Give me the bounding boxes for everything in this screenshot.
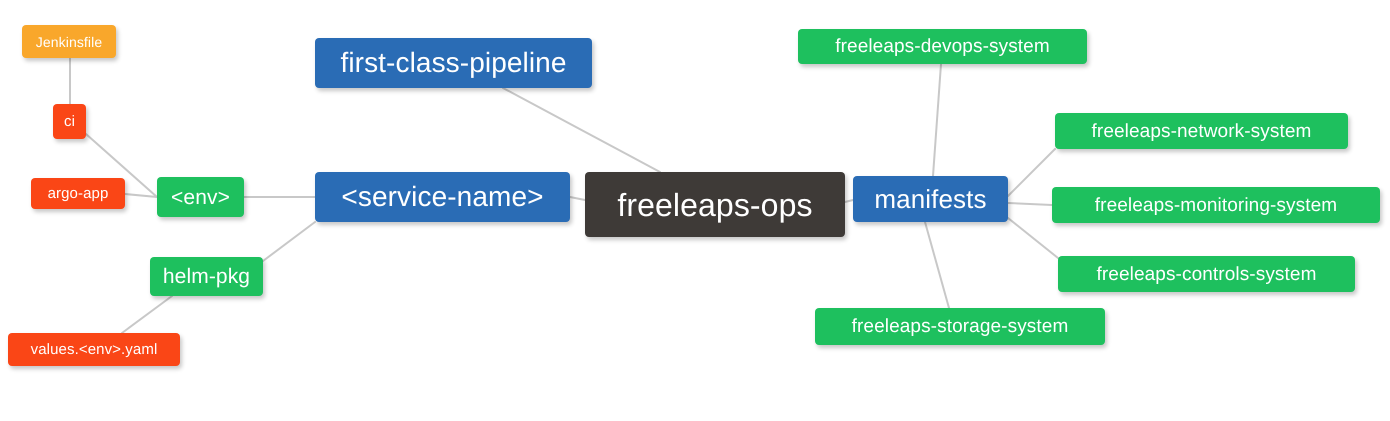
- edge-freeleaps-ops-to-manifests: [844, 199, 854, 203]
- edge-freeleaps-storage-system-to-manifests: [924, 221, 950, 309]
- edge-freeleaps-monitoring-system-to-manifests: [1007, 202, 1053, 206]
- node-label-freeleaps-controls-system: freeleaps-controls-system: [1096, 263, 1317, 285]
- node-freeleaps-storage-system[interactable]: freeleaps-storage-system: [815, 308, 1105, 345]
- node-freeleaps-monitoring-system[interactable]: freeleaps-monitoring-system: [1052, 187, 1380, 223]
- node-label-argo-app: argo-app: [47, 185, 109, 202]
- node-label-freeleaps-network-system: freeleaps-network-system: [1091, 120, 1312, 142]
- node-freeleaps-controls-system[interactable]: freeleaps-controls-system: [1058, 256, 1355, 292]
- node-label-service-name: <service-name>: [341, 181, 544, 212]
- node-label-freeleaps-storage-system: freeleaps-storage-system: [851, 316, 1069, 337]
- node-freeleaps-ops[interactable]: freeleaps-ops: [585, 172, 845, 237]
- edge-freeleaps-controls-system-to-manifests: [1007, 217, 1059, 259]
- node-ci[interactable]: ci: [53, 104, 86, 139]
- node-argo-app[interactable]: argo-app: [31, 178, 125, 209]
- node-freeleaps-devops-system[interactable]: freeleaps-devops-system: [798, 29, 1087, 64]
- node-helm-pkg[interactable]: helm-pkg: [150, 257, 263, 296]
- node-label-helm-pkg: helm-pkg: [162, 265, 251, 288]
- node-manifests[interactable]: manifests: [853, 176, 1008, 222]
- node-label-first-class-pipeline: first-class-pipeline: [340, 47, 567, 78]
- node-label-freeleaps-devops-system: freeleaps-devops-system: [835, 36, 1050, 57]
- node-service-name[interactable]: <service-name>: [315, 172, 570, 222]
- node-label-ci: ci: [63, 113, 76, 130]
- edge-helm-pkg-to-values-yaml: [121, 295, 173, 334]
- node-label-manifests: manifests: [874, 184, 987, 214]
- node-env[interactable]: <env>: [157, 177, 244, 217]
- node-label-values-yaml: values.<env>.yaml: [30, 341, 158, 358]
- node-freeleaps-network-system[interactable]: freeleaps-network-system: [1055, 113, 1348, 149]
- node-label-jenkinsfile: Jenkinsfile: [35, 33, 103, 50]
- node-jenkinsfile[interactable]: Jenkinsfile: [22, 25, 116, 58]
- edge-service-name-to-freeleaps-ops: [569, 196, 586, 201]
- node-values-yaml[interactable]: values.<env>.yaml: [8, 333, 180, 366]
- edge-argo-app-to-env: [124, 193, 158, 198]
- edge-service-name-to-helm-pkg: [262, 221, 316, 262]
- node-first-class-pipeline[interactable]: first-class-pipeline: [315, 38, 592, 88]
- edge-first-class-pipeline-to-freeleaps-ops: [502, 87, 661, 173]
- edge-freeleaps-network-system-to-manifests: [1007, 148, 1056, 197]
- node-label-env: <env>: [171, 185, 230, 209]
- node-label-freeleaps-ops: freeleaps-ops: [617, 186, 813, 223]
- node-label-freeleaps-monitoring-system: freeleaps-monitoring-system: [1094, 194, 1338, 216]
- edge-freeleaps-devops-system-to-manifests: [932, 63, 942, 177]
